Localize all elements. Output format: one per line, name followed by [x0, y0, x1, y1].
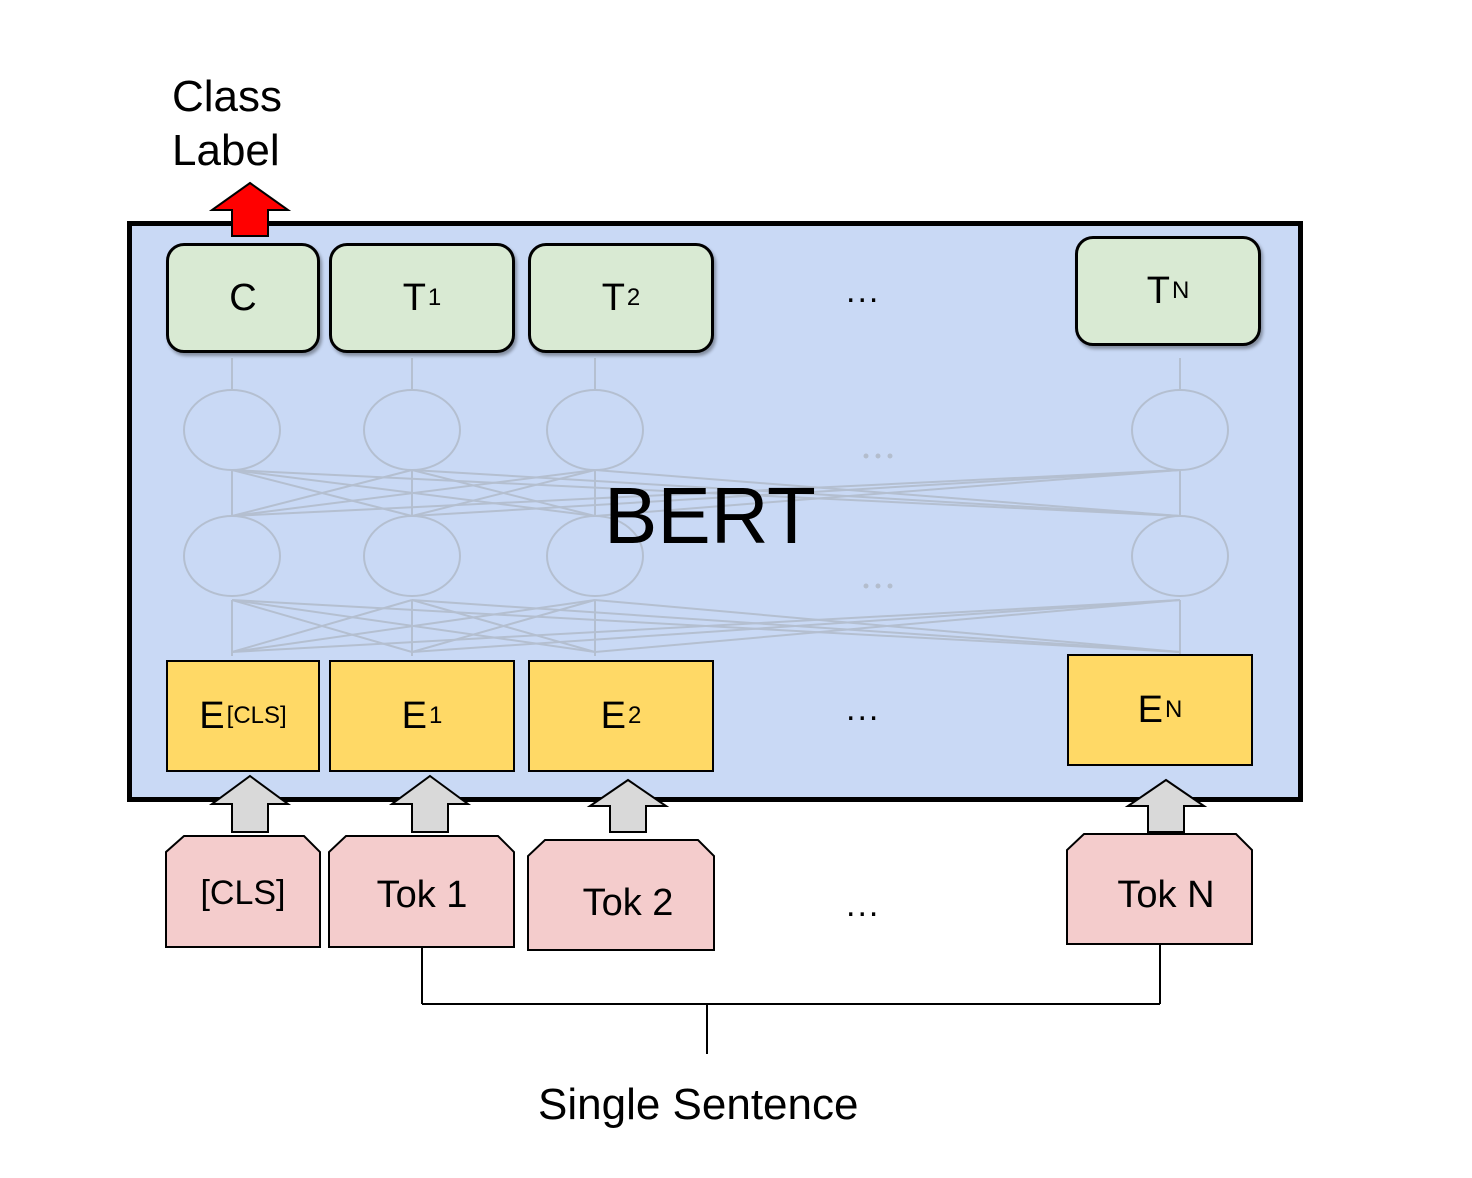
- output-subscript: 2: [626, 284, 641, 311]
- input-arrow-icon: [388, 774, 472, 833]
- input-arrow-icon: [586, 778, 670, 833]
- token-box: [1066, 833, 1253, 945]
- network-node: [1131, 389, 1229, 471]
- embedding-ellipsis: ...: [846, 690, 881, 728]
- network-node: [363, 389, 461, 471]
- token-box: [527, 839, 715, 951]
- token-box: [165, 835, 321, 948]
- output-label: T: [601, 276, 625, 319]
- network-node: [363, 515, 461, 597]
- class-label: Class Label: [172, 70, 282, 178]
- network-node: [1131, 515, 1229, 597]
- token-label-1: Tok 1: [376, 874, 468, 916]
- output-label: T: [402, 276, 426, 319]
- embedding-label: E: [401, 694, 427, 737]
- token-label-n: Tok N: [1117, 874, 1215, 916]
- token-ellipsis: ...: [846, 886, 881, 924]
- input-arrow-icon: [208, 774, 292, 833]
- token-box: [328, 835, 515, 948]
- network-node: [183, 389, 281, 471]
- embedding-label: E: [199, 694, 225, 737]
- output-label: T: [1146, 269, 1170, 312]
- output-subscript: N: [1171, 277, 1190, 304]
- class-label-line2: Label: [172, 126, 280, 175]
- embedding-subscript: N: [1165, 696, 1183, 723]
- token-label-cls: [CLS]: [200, 874, 286, 912]
- class-label-arrow-icon: [208, 181, 292, 237]
- output-label: C: [229, 276, 257, 319]
- embedding-subscript: 1: [429, 702, 443, 729]
- embedding-subscript: [CLS]: [226, 702, 287, 729]
- embedding-label: E: [600, 694, 626, 737]
- bert-title: BERT: [604, 471, 816, 560]
- output-box-c: C: [166, 243, 320, 353]
- network-node: [183, 515, 281, 597]
- embedding-subscript: 2: [628, 702, 642, 729]
- output-subscript: 1: [427, 284, 442, 311]
- class-label-line1: Class: [172, 72, 283, 121]
- embedding-label: E: [1137, 688, 1163, 731]
- output-ellipsis: ...: [846, 272, 881, 310]
- network-node: [546, 389, 644, 471]
- input-caption: Single Sentence: [538, 1080, 859, 1129]
- sentence-bracket: [421, 945, 1161, 1054]
- token-label-2: Tok 2: [582, 882, 674, 924]
- input-arrow-icon: [1124, 778, 1208, 833]
- embedding-box-cls: E[CLS]: [166, 660, 320, 772]
